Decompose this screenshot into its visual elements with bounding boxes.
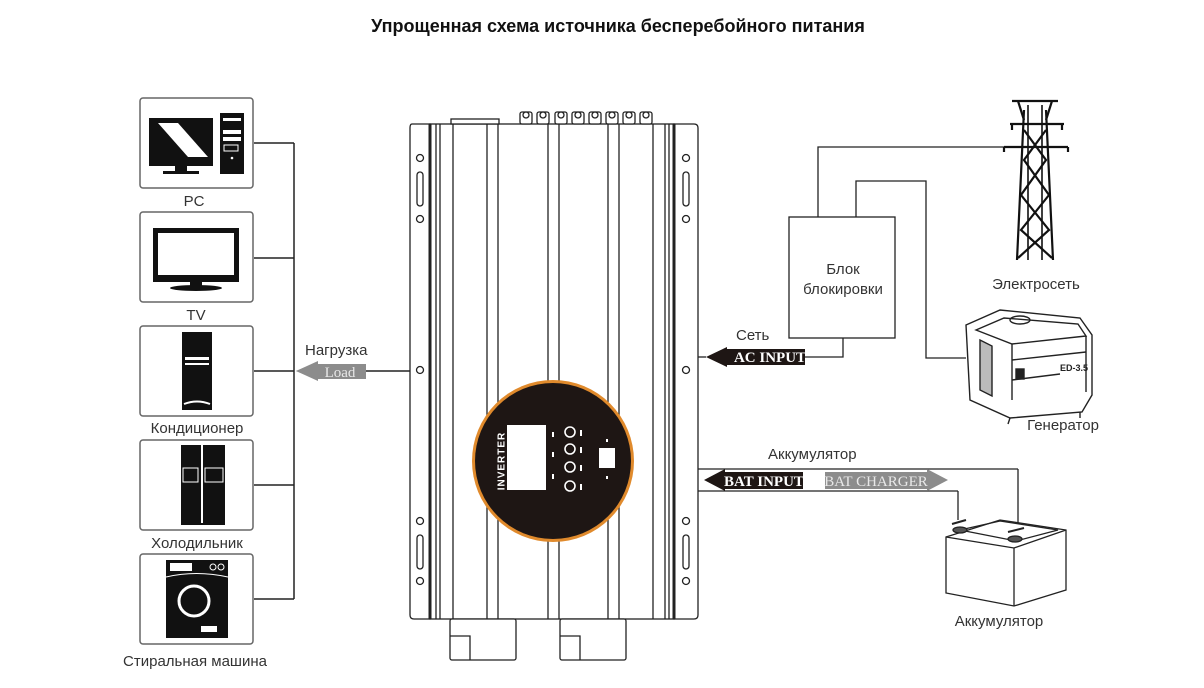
bat-charger-arrow-icon bbox=[927, 469, 948, 491]
load-label: Нагрузка bbox=[305, 342, 368, 359]
panel-face bbox=[475, 383, 631, 539]
load-label-air-conditioner: Кондиционер bbox=[151, 420, 244, 437]
lock-block-line2: блокировки bbox=[803, 281, 883, 298]
pc-icon bbox=[149, 113, 244, 174]
bat-input-tag: BAT INPUT bbox=[724, 474, 804, 490]
ac-input-arrow-icon bbox=[706, 347, 727, 367]
diagram-title: Упрощенная схема источника бесперебойног… bbox=[371, 16, 865, 36]
battery-link-label: Аккумулятор bbox=[768, 446, 857, 463]
battery-link: BAT INPUT BAT CHARGER bbox=[698, 468, 1019, 530]
grid-label: Электросеть bbox=[992, 276, 1080, 293]
load-item-washing-machine bbox=[139, 553, 254, 645]
load-item-pc bbox=[139, 97, 254, 189]
refrigerator-icon bbox=[181, 445, 225, 525]
source-wires bbox=[817, 146, 1010, 359]
load-link: Load bbox=[296, 361, 410, 381]
load-item-tv bbox=[139, 211, 254, 303]
inverter-unit bbox=[409, 111, 699, 661]
lock-block: Блок блокировки bbox=[788, 216, 896, 339]
power-button-icon[interactable] bbox=[564, 426, 576, 438]
ac-input-label: Сеть bbox=[736, 327, 770, 344]
load-item-air-conditioner bbox=[139, 325, 254, 417]
battery-label: Аккумулятор bbox=[955, 613, 1044, 630]
inverter-label: INVERTER bbox=[497, 432, 508, 491]
load-tag: Load bbox=[325, 365, 356, 381]
back-button-icon[interactable] bbox=[564, 461, 576, 473]
load-label-pc: PC bbox=[184, 193, 205, 210]
power-tower-icon bbox=[1002, 99, 1070, 261]
svg-text:ED-3.5: ED-3.5 bbox=[1060, 363, 1088, 373]
ac-input-tag: AC INPUT bbox=[734, 350, 806, 366]
load-label-refrigerator: Холодильник bbox=[151, 535, 243, 552]
battery-icon bbox=[945, 519, 1067, 607]
generator-label: Генератор bbox=[1027, 417, 1099, 434]
stop-button-icon[interactable] bbox=[564, 480, 576, 492]
washing-machine-icon bbox=[165, 560, 229, 638]
generator-icon: ED-3.5 bbox=[965, 309, 1093, 425]
air-conditioner-icon bbox=[182, 332, 212, 410]
bat-input-arrow-icon bbox=[704, 469, 725, 491]
load-item-refrigerator bbox=[139, 439, 254, 531]
load-label-tv: TV bbox=[186, 307, 205, 324]
bat-charger-tag: BAT CHARGER bbox=[824, 474, 928, 490]
tv-icon bbox=[153, 228, 239, 291]
play-button-icon[interactable] bbox=[564, 443, 576, 455]
power-switch[interactable] bbox=[599, 448, 615, 468]
lcd-screen bbox=[507, 425, 546, 490]
ac-input-link: AC INPUT bbox=[698, 338, 844, 367]
load-bus bbox=[254, 142, 295, 600]
load-label-washing-machine: Стиральная машина bbox=[123, 653, 268, 670]
lock-block-line1: Блок bbox=[826, 261, 860, 278]
terminal-posts bbox=[519, 111, 653, 125]
panel-buttons bbox=[564, 426, 576, 492]
inverter-control-panel: INVERTER bbox=[472, 380, 634, 542]
